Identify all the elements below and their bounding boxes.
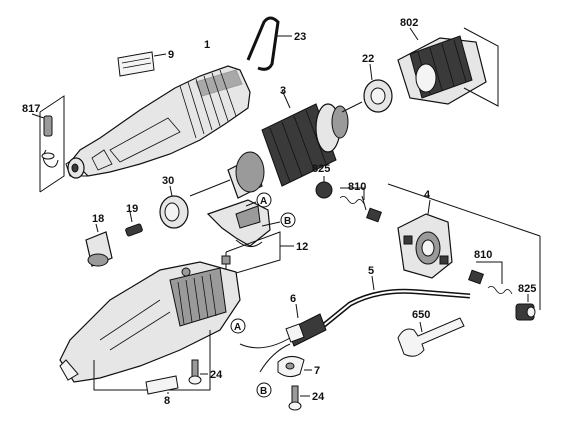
- bearing: [363, 63, 393, 113]
- label-part-12: 12: [296, 241, 308, 253]
- callout-letter-a-top: A: [260, 196, 267, 207]
- label-part-810-bottom: 810: [474, 249, 492, 261]
- brush-spring: [206, 199, 294, 277]
- screw-24-right: [288, 385, 310, 411]
- callout-a-bottom: [230, 318, 246, 334]
- wrench: [397, 317, 465, 357]
- label-part-802: 802: [400, 17, 418, 29]
- screw-24-left: [188, 359, 208, 385]
- wire-clip: [246, 16, 292, 71]
- label-part-22: 22: [362, 53, 374, 65]
- label-part-3: 3: [280, 85, 286, 97]
- label-part-8: 8: [164, 395, 170, 407]
- label-part-30: 30: [162, 175, 174, 187]
- label-part-18: 18: [92, 213, 104, 225]
- label-part-9: 9: [168, 49, 174, 61]
- cord: [316, 275, 471, 332]
- callout-letter-b-top: B: [284, 216, 291, 227]
- armature: [189, 89, 363, 199]
- callout-b-bottom: [256, 382, 272, 398]
- pin: [125, 211, 143, 237]
- callout-letter-a-bottom: A: [234, 322, 241, 333]
- brush-holder: [387, 183, 541, 310]
- nameplate: [117, 51, 167, 77]
- cord-clamp: [277, 356, 312, 378]
- label-part-5: 5: [368, 265, 374, 277]
- housing-label: [145, 375, 179, 395]
- nut-group: [31, 95, 65, 193]
- label-part-7: 7: [314, 365, 320, 377]
- label-part-6: 6: [290, 293, 296, 305]
- cord-protector: [239, 303, 327, 373]
- shaft-lock: [85, 223, 113, 267]
- label-part-817: 817: [22, 103, 40, 115]
- callout-letter-b-bottom: B: [260, 386, 267, 397]
- field-assembly: [397, 27, 499, 107]
- brush-cap-bottom: [515, 294, 536, 321]
- lower-housing: [59, 261, 241, 391]
- label-part-650: 650: [412, 309, 430, 321]
- upper-housing: [65, 65, 251, 179]
- label-part-825-bottom: 825: [518, 283, 536, 295]
- label-part-4: 4: [424, 189, 431, 201]
- label-part-810-top: 810: [348, 181, 366, 193]
- bearing-30: [159, 185, 189, 229]
- label-part-23: 23: [294, 31, 306, 43]
- label-part-825-top: 825: [312, 163, 330, 175]
- brush-top: [339, 187, 382, 223]
- label-part-24-right: 24: [312, 391, 325, 403]
- brush-bottom: [468, 261, 513, 295]
- callout-b-top: [261, 212, 296, 228]
- label-part-19: 19: [126, 203, 138, 215]
- callout-a-top: [245, 192, 272, 208]
- brush-cap-top: [315, 176, 333, 199]
- label-part-1: 1: [204, 39, 210, 51]
- label-part-24-left: 24: [210, 369, 223, 381]
